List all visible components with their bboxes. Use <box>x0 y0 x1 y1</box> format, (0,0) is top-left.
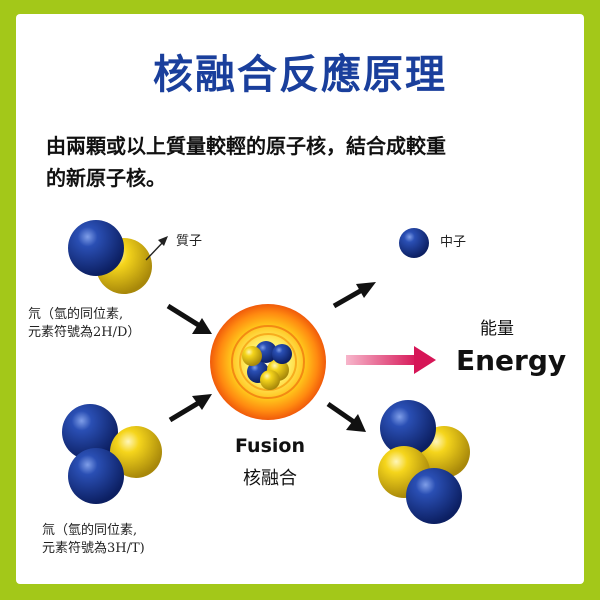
fusion-ring <box>231 325 305 399</box>
energy-label-en: Energy <box>456 344 567 377</box>
fusion-burst <box>210 304 326 420</box>
deuterium-nucleus <box>68 220 152 294</box>
proton-pointer-arrow <box>145 236 168 261</box>
neutron-sphere <box>406 468 462 524</box>
proton-sphere <box>260 370 280 390</box>
neutron-sphere <box>68 220 124 276</box>
proton-sphere <box>110 426 162 478</box>
arrow-tritium-to-fusion <box>168 394 212 423</box>
arrow-fusion-to-neutron <box>332 282 376 309</box>
neutron-sphere <box>68 448 124 504</box>
deuterium-label-line-1: 氘（氫的同位素, <box>28 307 124 322</box>
neutron-label: 中子 <box>440 235 467 250</box>
description: 由兩顆或以上質量較輕的原子核，結合成較重 的新原子核。 <box>46 130 566 194</box>
deuterium-label-line-2: 元素符號為2H/D） <box>28 325 141 340</box>
energy-arrow <box>346 346 436 374</box>
neutron-sphere <box>272 344 292 364</box>
tritium-label-line-1: 氚（氫的同位素, <box>42 523 138 538</box>
description-line-1: 由兩顆或以上質量較輕的原子核，結合成較重 <box>46 134 446 158</box>
tritium-nucleus <box>62 404 162 504</box>
arrow-fusion-to-helium <box>326 401 366 432</box>
page-title: 核融合反應原理 <box>153 51 447 98</box>
proton-label: 質子 <box>176 234 203 249</box>
arrow-deuterium-to-fusion <box>166 303 212 334</box>
neutron-sphere <box>62 404 118 460</box>
energy-label-cn: 能量 <box>480 319 514 339</box>
proton-sphere <box>242 346 262 366</box>
free-neutron <box>399 228 429 258</box>
neutron-sphere <box>380 400 436 456</box>
description-line-2: 的新原子核。 <box>46 166 166 190</box>
deuterium-label: 氘（氫的同位素, 元素符號為2H/D） <box>28 306 140 342</box>
fusion-ring <box>239 333 297 391</box>
tritium-label: 氚（氫的同位素, 元素符號為3H/T) <box>42 522 145 558</box>
fusion-label-cn: 核融合 <box>243 468 297 489</box>
tritium-label-line-2: 元素符號為3H/T) <box>42 541 145 556</box>
fusion-label-en: Fusion <box>235 435 305 457</box>
helium-nucleus <box>378 400 470 524</box>
